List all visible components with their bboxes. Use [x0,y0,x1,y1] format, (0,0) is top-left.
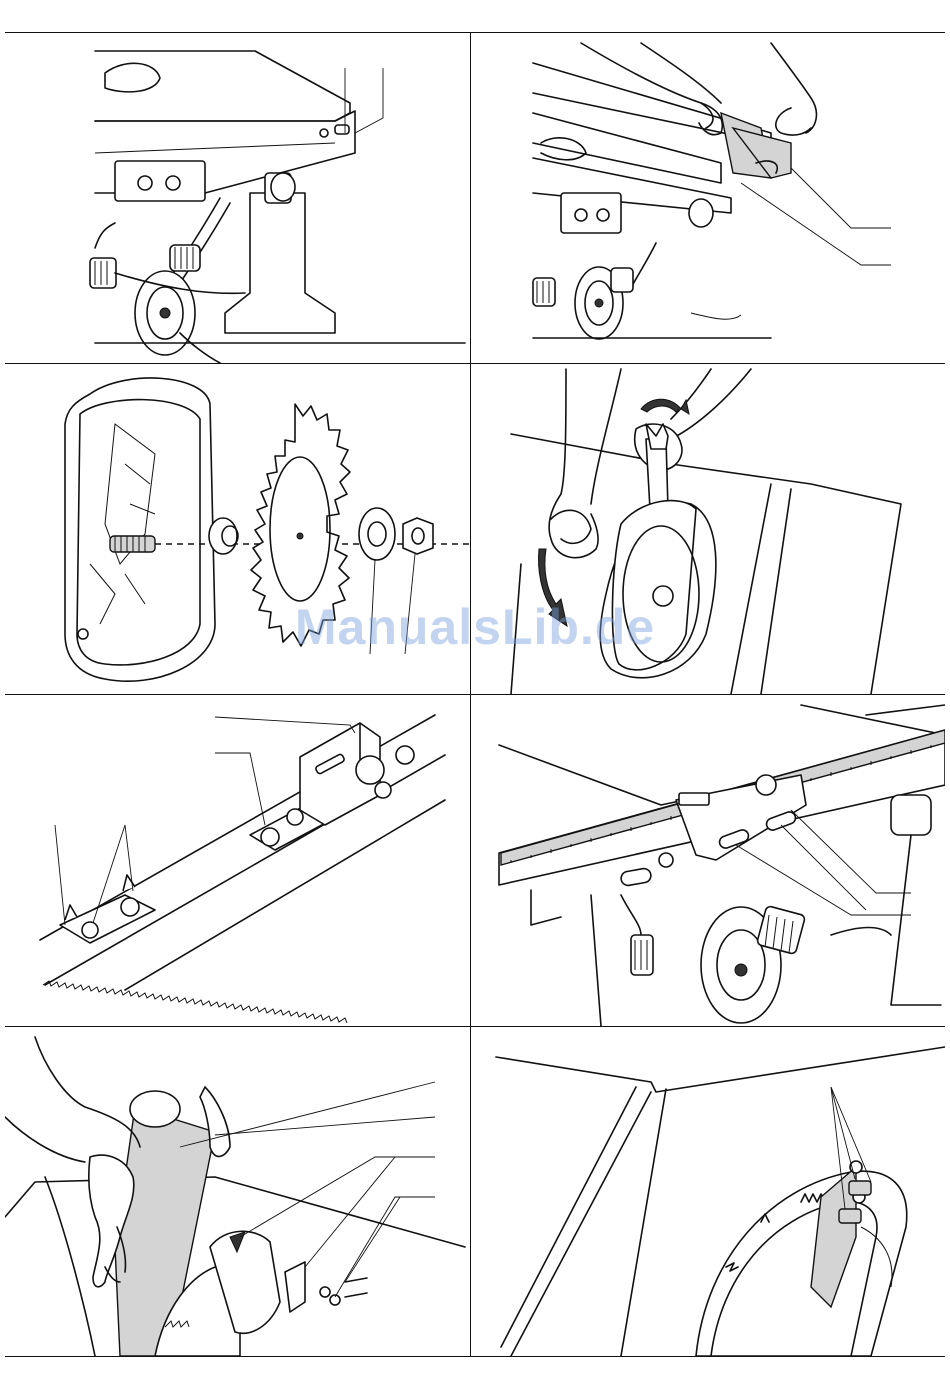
scale-icon [471,695,945,1026]
saw-blade-icon [5,364,469,694]
rip-fence-icon [471,33,945,363]
table-saw-icon [5,33,469,363]
wrench-icon [471,364,945,694]
bolt-icon [471,1027,945,1356]
gear-rack-icon [5,695,469,1026]
blade-teeth [251,404,350,646]
rule-bottom [5,1356,945,1357]
blade-guard-icon [5,1027,469,1356]
